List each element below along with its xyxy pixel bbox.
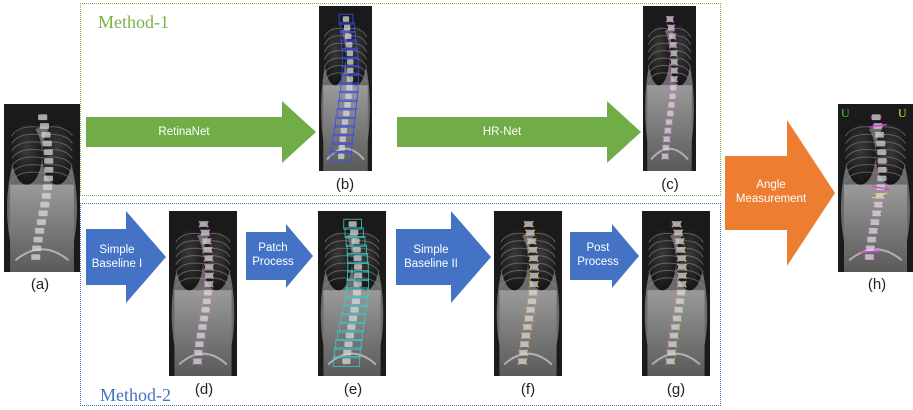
xray-image-g (642, 211, 710, 376)
xray-image-b (319, 6, 372, 171)
caption-h: (h) (857, 276, 897, 293)
xray-image-e (318, 211, 386, 376)
arrow-angle-measurement: Angle Measurement (725, 120, 835, 266)
xray-image-h (838, 104, 913, 272)
caption-g: (g) (656, 381, 696, 398)
marker-right-u: U (898, 106, 907, 121)
arrow-hrnet-label: HR-Net (397, 125, 607, 139)
caption-e: (e) (333, 381, 373, 398)
caption-d: (d) (184, 381, 224, 398)
caption-f: (f) (508, 381, 548, 398)
arrow-hrnet: HR-Net (397, 101, 641, 163)
method-1-box (80, 3, 721, 196)
method-2-label: Method-2 (100, 385, 171, 406)
marker-left-u: U (841, 106, 850, 121)
arrow-post-process-label: Post Process (570, 241, 626, 269)
method-1-label: Method-1 (98, 12, 169, 33)
arrow-simple-baseline-1-label: Simple Baseline I (86, 243, 148, 271)
xray-image-a (4, 104, 80, 272)
arrow-retinanet-label: RetinaNet (86, 125, 282, 139)
arrow-simple-baseline-2-label: Simple Baseline II (396, 243, 466, 271)
xray-image-f (494, 211, 562, 376)
caption-c: (c) (650, 176, 690, 193)
arrow-angle-measurement-label: Angle Measurement (725, 178, 817, 206)
arrow-simple-baseline-2: Simple Baseline II (396, 211, 491, 303)
xray-image-c (643, 6, 696, 171)
arrow-retinanet: RetinaNet (86, 101, 316, 163)
arrow-simple-baseline-1: Simple Baseline I (86, 211, 166, 303)
xray-image-d (169, 211, 237, 376)
caption-a: (a) (20, 276, 60, 293)
arrow-post-process: Post Process (570, 224, 639, 288)
arrow-patch-process: Patch Process (246, 224, 313, 288)
caption-b: (b) (325, 176, 365, 193)
arrow-patch-process-label: Patch Process (246, 241, 300, 269)
